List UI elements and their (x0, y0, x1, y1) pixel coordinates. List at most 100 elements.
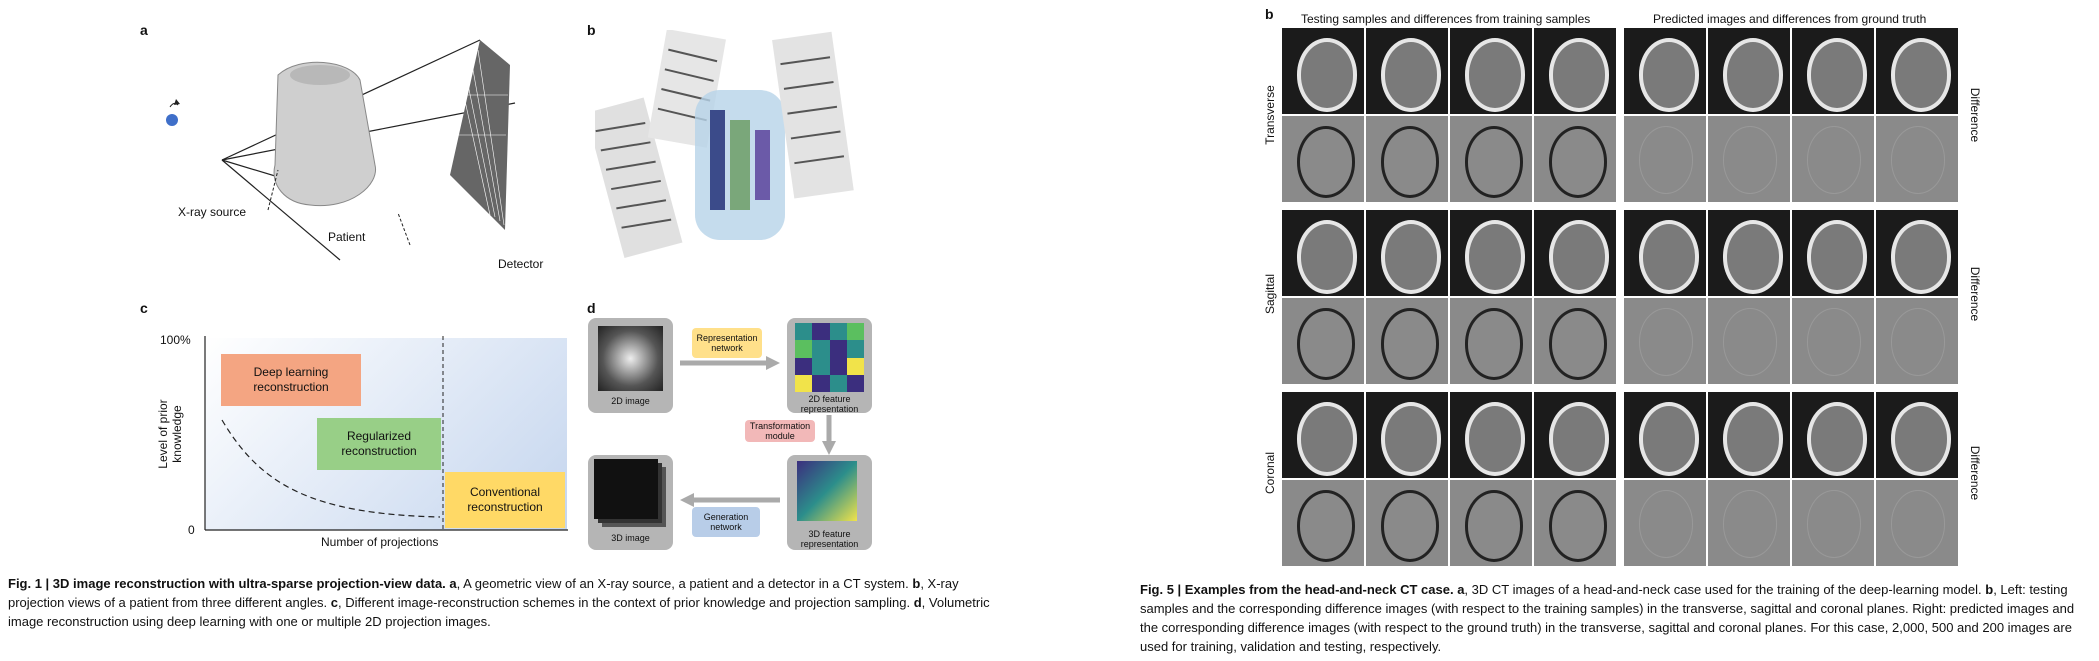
y-axis-top-label: 100% (160, 333, 191, 347)
ct-difference-tile (1792, 480, 1874, 566)
ct-anatomy-shape (1890, 308, 1946, 376)
ct-difference-tile (1366, 298, 1448, 384)
ct-anatomy-shape (1722, 38, 1784, 112)
conventional-box: Conventional reconstruction (445, 472, 565, 528)
ct-difference-tile (1282, 116, 1364, 202)
panel-letter-a: a (140, 22, 148, 38)
2d-feature-card: 2D feature representation (787, 318, 872, 414)
ct-image-tile (1450, 210, 1532, 296)
ct-anatomy-shape (1296, 308, 1356, 380)
ct-anatomy-shape (1548, 402, 1610, 476)
ct-difference-tile (1450, 480, 1532, 566)
ct-image-tile (1876, 210, 1958, 296)
ct-image-tile (1624, 28, 1706, 114)
ct-anatomy-shape (1464, 220, 1526, 294)
ct-image-tile (1366, 210, 1448, 296)
ct-image-tile (1450, 392, 1532, 478)
fig1-caption-c-key: c (330, 595, 339, 610)
label-3d-feature: 3D feature representation (800, 529, 859, 549)
right-label-difference-3: Difference (1968, 445, 1982, 501)
3d-feature-card: 3D feature representation (787, 455, 872, 550)
ct-difference-tile (1876, 480, 1958, 566)
ct-anatomy-shape (1722, 126, 1778, 194)
ct-anatomy-shape (1806, 126, 1862, 194)
ct-difference-tile (1876, 116, 1958, 202)
ct-anatomy-shape (1380, 126, 1440, 198)
label-3d-image: 3D image (611, 533, 650, 543)
ct-difference-tile (1450, 116, 1532, 202)
fig1-caption-title: Fig. 1 | 3D image reconstruction with ul… (8, 576, 446, 591)
ct-anatomy-shape (1806, 402, 1868, 476)
ct-image-tile (1792, 28, 1874, 114)
ct-anatomy-shape (1806, 308, 1862, 376)
ct-difference-tile (1624, 480, 1706, 566)
ct-anatomy-shape (1464, 490, 1524, 562)
label-2d-image: 2D image (611, 396, 650, 406)
ct-anatomy-shape (1806, 38, 1868, 112)
ct-image-tile (1282, 392, 1364, 478)
ct-image-tile (1708, 392, 1790, 478)
ct-anatomy-shape (1638, 220, 1700, 294)
arrow-down (822, 415, 836, 455)
ct-difference-tile (1534, 116, 1616, 202)
ct-anatomy-shape (1464, 402, 1526, 476)
ct-anatomy-shape (1548, 38, 1610, 112)
ct-anatomy-shape (1638, 402, 1700, 476)
transformation-module-box: Transformation module (745, 420, 815, 442)
right-label-difference-1: Difference (1968, 87, 1982, 143)
ct-anatomy-shape (1638, 38, 1700, 112)
fig5-caption-a-text: , 3D CT images of a head-and-neck case u… (1464, 582, 1982, 597)
ct-anatomy-shape (1548, 490, 1608, 562)
input-2d-image-card: 2D image (588, 318, 673, 413)
ct-difference-tile (1708, 480, 1790, 566)
ct-anatomy-shape (1380, 308, 1440, 380)
ct-difference-tile (1282, 480, 1364, 566)
ct-difference-tile (1282, 298, 1364, 384)
ct-image-tile (1366, 392, 1448, 478)
ct-difference-tile (1624, 298, 1706, 384)
ct-difference-tile (1534, 298, 1616, 384)
ct-anatomy-shape (1296, 220, 1358, 294)
label-detector: Detector (498, 257, 544, 271)
ct-anatomy-shape (1548, 308, 1608, 380)
label-xray-source: X-ray source (178, 205, 247, 219)
ct-anatomy-shape (1890, 38, 1952, 112)
generation-network-box: Generation network (692, 507, 760, 537)
panel-letter-b: b (587, 22, 596, 38)
ct-image-grid (1282, 28, 1967, 566)
ct-difference-tile (1534, 480, 1616, 566)
ct-image-tile (1282, 28, 1364, 114)
fig5-caption: Fig. 5 | Examples from the head-and-neck… (1140, 580, 2095, 656)
ct-anatomy-shape (1296, 38, 1358, 112)
ct-image-tile (1708, 28, 1790, 114)
ct-anatomy-shape (1638, 490, 1694, 558)
fig5-caption-b-text: , Left: testing samples and the correspo… (1140, 582, 2075, 654)
fig5-col-left-header: Testing samples and differences from tra… (1301, 12, 1591, 26)
ct-image-tile (1534, 28, 1616, 114)
ct-image-tile (1450, 28, 1532, 114)
ct-difference-tile (1366, 480, 1448, 566)
ct-difference-tile (1708, 298, 1790, 384)
panel-letter-c: c (140, 300, 148, 316)
ct-anatomy-shape (1890, 220, 1952, 294)
ct-anatomy-shape (1464, 126, 1524, 198)
ct-anatomy-shape (1380, 38, 1442, 112)
fig5-col-right-header: Predicted images and differences from gr… (1653, 12, 1927, 26)
row-label-transverse: Transverse (1263, 85, 1277, 145)
y-axis-zero-label: 0 (188, 523, 195, 537)
deep-learning-box: Deep learning reconstruction (221, 354, 361, 406)
ct-image-tile (1282, 210, 1364, 296)
ct-image-tile (1708, 210, 1790, 296)
ct-anatomy-shape (1296, 126, 1356, 198)
arrow-right (680, 356, 780, 370)
ct-anatomy-shape (1380, 490, 1440, 562)
ct-difference-tile (1792, 298, 1874, 384)
ct-geometry-diagram (166, 39, 516, 261)
fig1-caption-b-text: , X-ray projection views of a patient fr… (8, 576, 959, 610)
arrow-left (680, 493, 780, 507)
ct-image-tile (1792, 392, 1874, 478)
ct-anatomy-shape (1806, 490, 1862, 558)
xray-source-dot (166, 114, 178, 126)
ct-difference-tile (1366, 116, 1448, 202)
ct-image-tile (1534, 392, 1616, 478)
